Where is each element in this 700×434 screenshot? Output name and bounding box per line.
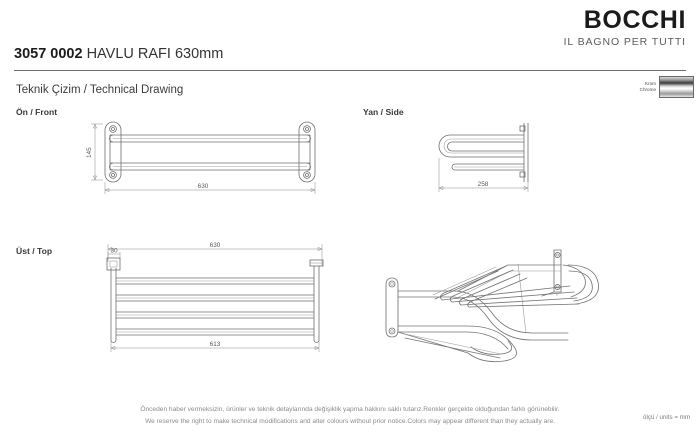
footer-line-tr: Önceden haber vermeksizin, ürünler ve te… [140, 406, 560, 413]
view-label-side: Yan / Side [363, 107, 404, 117]
front-view-drawing: 145 630 [80, 118, 340, 198]
brand-tagline: IL BAGNO PER TUTTI [563, 36, 686, 48]
chrome-swatch-icon [659, 76, 694, 98]
finish-label-tr: Krom [645, 80, 656, 86]
product-code: 3057 0002 [14, 46, 83, 62]
isometric-view-drawing [358, 240, 688, 365]
product-name: HAVLU RAFI 630mm [86, 46, 224, 62]
product-title: 3057 0002 HAVLU RAFI 630mm [14, 46, 223, 62]
drawing-heading: Teknik Çizim / Technical Drawing [16, 84, 184, 96]
dim-front-height: 145 [86, 147, 93, 158]
side-view-drawing: 258 [420, 118, 550, 198]
footer-line-en: We reserve the right to make technical m… [145, 417, 555, 425]
finish-label: Krom Chrome [640, 81, 656, 93]
top-view-drawing: 630 30 613 [80, 240, 350, 355]
dim-top-width: 630 [210, 242, 221, 249]
view-label-top: Üst / Top [16, 246, 53, 256]
dim-top-inner-width: 613 [210, 341, 221, 348]
brand-wordmark: BOCCHI [583, 6, 686, 34]
brand-block: BOCCHI IL BAGNO PER TUTTI [564, 8, 686, 48]
units-note: ölçü / units = mm [643, 414, 690, 421]
view-label-front: Ön / Front [16, 107, 58, 117]
title-divider [14, 70, 686, 71]
dim-front-width: 630 [198, 183, 209, 190]
dim-side-depth: 258 [478, 181, 489, 188]
dim-top-plate: 30 [110, 248, 118, 255]
finish-swatch-group: Krom Chrome [640, 76, 694, 98]
footer-disclaimer: Önceden haber vermeksizin, ürünler ve te… [0, 404, 700, 427]
finish-label-en: Chrome [639, 87, 656, 92]
